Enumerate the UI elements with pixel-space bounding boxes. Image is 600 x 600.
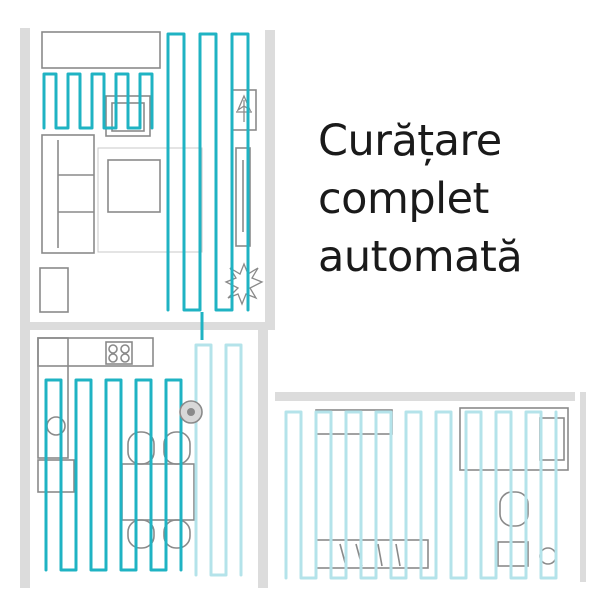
caption: Curățare complet automată (318, 112, 523, 286)
cleaning-path-bedroom (284, 410, 558, 580)
shelf (235, 147, 251, 247)
bed (459, 407, 569, 471)
wall-right (580, 392, 586, 582)
chair (127, 431, 155, 465)
wall-bedroom-top (275, 392, 575, 401)
desk-device (497, 541, 529, 567)
cleaning-path-remaining (194, 343, 243, 577)
chair (163, 519, 191, 549)
coffee-table (107, 159, 161, 213)
wall-left (20, 28, 30, 588)
walls (20, 28, 586, 588)
kitchen-side-counter (37, 337, 69, 459)
tv-cabinet (41, 31, 161, 69)
bookshelf (315, 539, 429, 569)
chair (127, 519, 155, 549)
sofa (41, 134, 95, 254)
stove (105, 341, 133, 365)
side-table (39, 267, 69, 313)
caption-line-3: automată (318, 232, 523, 282)
plant-icon (236, 94, 252, 122)
fridge (37, 459, 75, 493)
bedroom-chair (499, 491, 529, 527)
rug (97, 147, 203, 253)
cleaning-path-living (42, 32, 250, 312)
chair (163, 431, 191, 465)
dining-table (121, 463, 195, 521)
wall-vertical (265, 30, 275, 330)
robot-vacuum-icon (179, 400, 203, 424)
dresser (315, 409, 393, 435)
cleaning-path-kitchen (44, 378, 183, 572)
caption-line-1: Curățare (318, 116, 502, 166)
kitchen-counter (37, 337, 154, 367)
caption-line-2: complet (318, 174, 489, 224)
wall-middle (20, 322, 268, 330)
wall-kitchen-right (258, 330, 268, 588)
